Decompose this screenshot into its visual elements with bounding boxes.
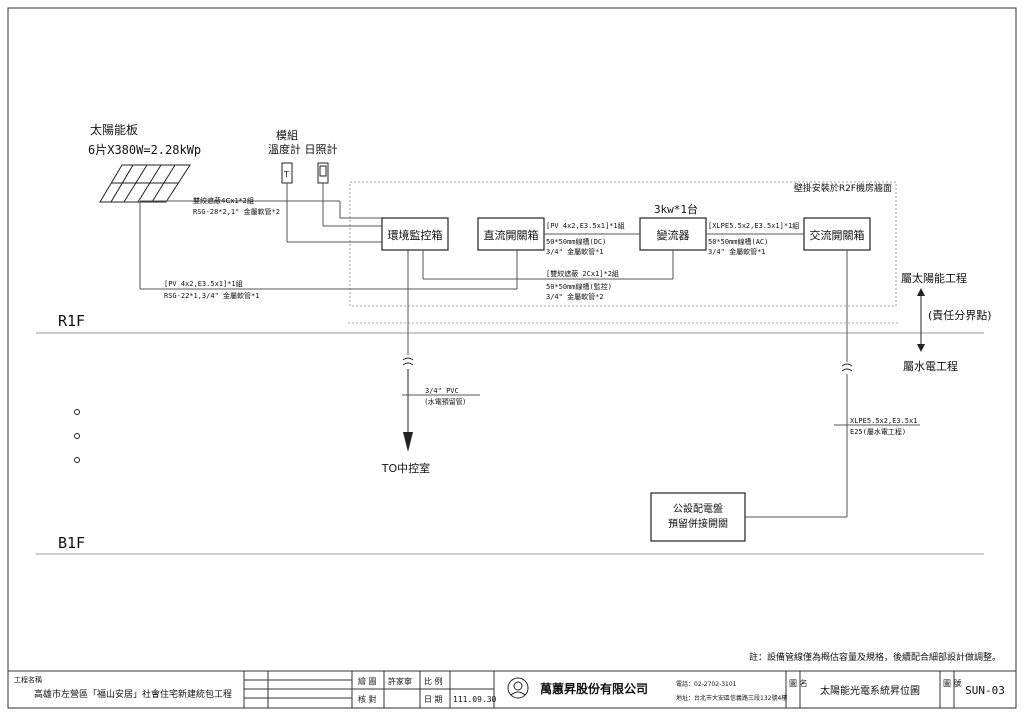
inverter-quantity: 3kw*1台 bbox=[654, 202, 698, 216]
design-note: 註：設備管線僅為概估容量及規格，後續配合細部設計做調整。 bbox=[749, 651, 1001, 663]
dc-switch-box-label: 直流開關箱 bbox=[484, 228, 539, 242]
drawing-frame bbox=[7, 7, 1017, 709]
wall-mount-note: 壁掛安裝於R2F機房牆面 bbox=[794, 182, 892, 194]
company-phone: 電話：02-2702-3101 bbox=[676, 680, 737, 688]
ac-switch-box bbox=[803, 217, 871, 251]
down-arrow-icon bbox=[403, 432, 413, 452]
solar-panel-icon bbox=[99, 164, 191, 203]
solar-panel-spec: 6片X380W=2.28kWp bbox=[88, 143, 201, 157]
cable-label: 雙絞遮蔽4Cx1*2組 bbox=[193, 196, 254, 205]
cable-label: 3/4" 金屬軟管*1 bbox=[546, 247, 604, 256]
cable-label: RSG-28*2,1" 金屬軟管*2 bbox=[193, 207, 280, 216]
check-label: 核 對 bbox=[358, 694, 377, 704]
drawing-name-label: 圖 名 bbox=[789, 678, 808, 688]
sensor-module-title: 模組 bbox=[276, 129, 298, 142]
cable-label: [XLPE5.5x2,E3.5x1]*1組 bbox=[708, 221, 799, 230]
cable-label: 50*50mm線槽(DC) bbox=[546, 237, 606, 246]
date-value: 111.09.30 bbox=[453, 695, 497, 704]
draw-name: 許家寧 bbox=[388, 676, 412, 686]
cable-label: RSG-22*1,3/4" 金屬軟管*1 bbox=[164, 291, 259, 300]
drawing-number: SUN-03 bbox=[965, 684, 1005, 697]
cable-label: 3/4" 金屬軟管*2 bbox=[546, 292, 604, 301]
ellipsis-dot bbox=[74, 457, 80, 463]
svg-text:T: T bbox=[283, 170, 289, 179]
pyranometer-icon bbox=[317, 162, 329, 184]
title-block bbox=[7, 670, 1017, 709]
project-label: 工程名稱 bbox=[14, 675, 42, 684]
scope-solar: 屬太陽能工程 bbox=[901, 271, 967, 285]
date-label: 日 期 bbox=[424, 695, 443, 704]
cable-label: [PV 4x2,E3.5x1]*1組 bbox=[164, 279, 243, 288]
monitor-box bbox=[381, 217, 449, 251]
company-address: 地址：台北市大安區信義路三段132號4樓 bbox=[676, 694, 787, 702]
inverter-box-label: 變流器 bbox=[657, 228, 690, 242]
cable-label: [PV 4x2,E3.5x1]*1組 bbox=[546, 221, 625, 230]
ellipsis-dot bbox=[74, 433, 80, 439]
equipment-room-boundary bbox=[349, 181, 897, 307]
floor-label-b1f: B1F bbox=[58, 534, 85, 552]
public-panel-box bbox=[650, 492, 746, 542]
ac-switch-box-label: 交流開關箱 bbox=[810, 228, 865, 242]
cable-label: 3/4" 金屬軟管*1 bbox=[708, 247, 766, 256]
cable-label: [雙絞遮蔽 2Cx1]*2組 bbox=[546, 269, 619, 278]
sensor-module-labels: 溫度計 日照計 bbox=[268, 142, 338, 156]
scope-plumbing: 屬水電工程 bbox=[903, 360, 958, 373]
monitor-box-label: 環境監控箱 bbox=[388, 228, 443, 242]
draw-label: 繪 圖 bbox=[358, 676, 377, 686]
cable-label: XLPE5.5x2,E3.5x1 bbox=[850, 417, 917, 425]
scope-boundary: (責任分界點) bbox=[928, 308, 992, 322]
cable-label: 50*50mm線槽(AC) bbox=[708, 237, 768, 246]
to-control-room: TO中控室 bbox=[381, 461, 430, 475]
cable-label: E25(屬水電工程) bbox=[850, 427, 906, 436]
solar-panel-title: 太陽能板 bbox=[90, 122, 138, 137]
drawing-name: 太陽能光電系統昇位圖 bbox=[820, 684, 920, 697]
company-name: 萬蕙昇股份有限公司 bbox=[540, 681, 648, 696]
drawing-no-label: 圖 號 bbox=[943, 678, 962, 688]
public-panel-label: 公設配電盤 bbox=[673, 502, 723, 515]
scale-label: 比 例 bbox=[424, 676, 443, 686]
cable-label: (水電預留管) bbox=[425, 397, 466, 406]
public-panel-label: 預留併接開關 bbox=[668, 517, 728, 530]
company-logo bbox=[507, 677, 529, 699]
cable-label: 3/4" PVC bbox=[425, 387, 459, 395]
floor-label-r1f: R1F bbox=[58, 312, 85, 330]
project-name: 高雄市左營區「福山安居」社會住宅新建統包工程 bbox=[34, 688, 232, 700]
cable-label: 50*50mm線槽(監控) bbox=[546, 282, 612, 291]
ellipsis-dot bbox=[74, 409, 80, 415]
